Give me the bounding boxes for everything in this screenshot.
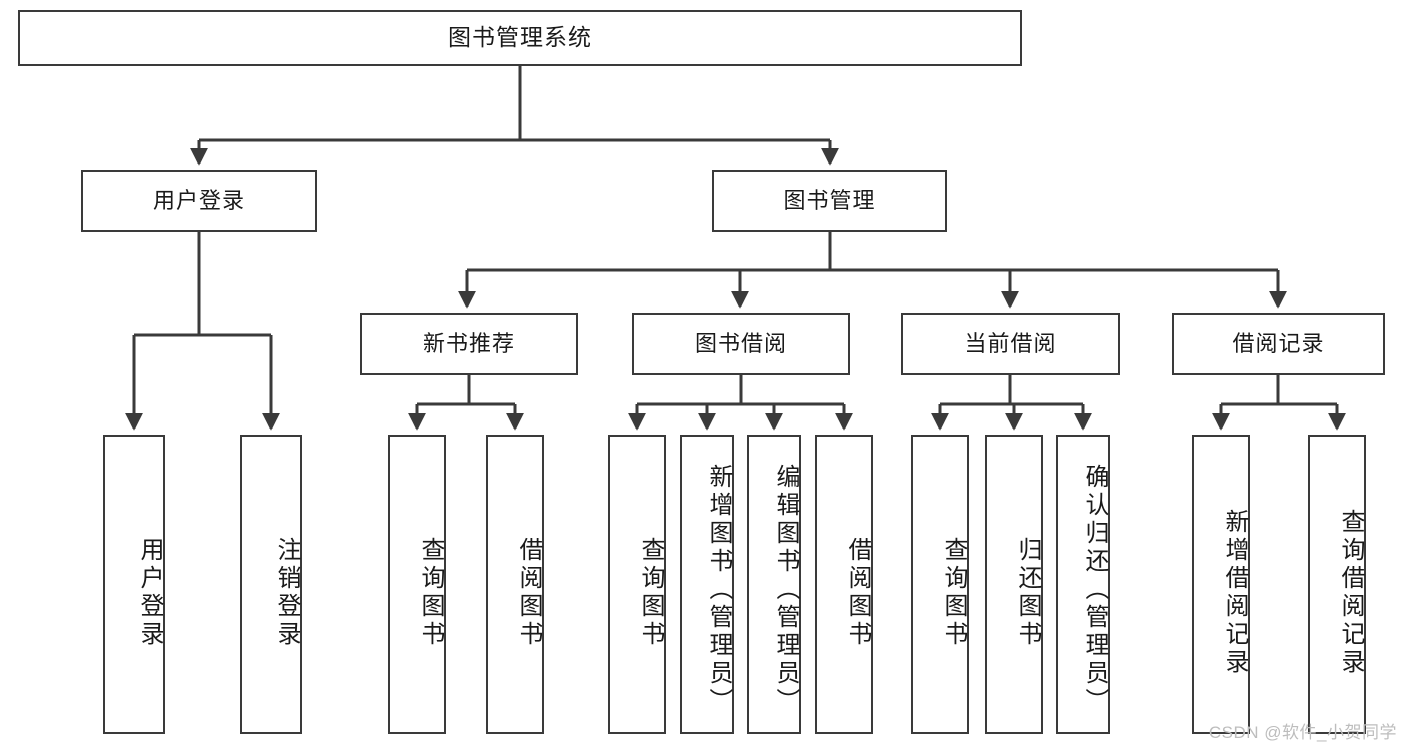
node-book-borrow[interactable]: 图书借阅 [632,313,850,375]
node-leaf-edit-book[interactable]: 编辑图书（管理员） [747,435,801,734]
node-leaf-query-book-3[interactable]: 查询图书 [911,435,969,734]
node-leaf-user-login[interactable]: 用户登录 [103,435,165,734]
node-new-book-recommend[interactable]: 新书推荐 [360,313,578,375]
node-leaf-confirm-return[interactable]: 确认归还（管理员） [1056,435,1110,734]
node-current-borrow[interactable]: 当前借阅 [901,313,1120,375]
node-leaf-add-record[interactable]: 新增借阅记录 [1192,435,1250,734]
node-borrow-record[interactable]: 借阅记录 [1172,313,1385,375]
node-leaf-return-book[interactable]: 归还图书 [985,435,1043,734]
node-leaf-query-book-2[interactable]: 查询图书 [608,435,666,734]
node-leaf-borrow-book-2[interactable]: 借阅图书 [815,435,873,734]
node-leaf-query-book-1[interactable]: 查询图书 [388,435,446,734]
node-user-login[interactable]: 用户登录 [81,170,317,232]
csdn-watermark: CSDN @软件_小贺同学 [1208,723,1397,742]
node-root-system[interactable]: 图书管理系统 [18,10,1022,66]
node-leaf-borrow-book-1[interactable]: 借阅图书 [486,435,544,734]
node-leaf-add-book[interactable]: 新增图书（管理员） [680,435,734,734]
node-leaf-query-record[interactable]: 查询借阅记录 [1308,435,1366,734]
node-leaf-logout[interactable]: 注销登录 [240,435,302,734]
node-book-manage[interactable]: 图书管理 [712,170,947,232]
